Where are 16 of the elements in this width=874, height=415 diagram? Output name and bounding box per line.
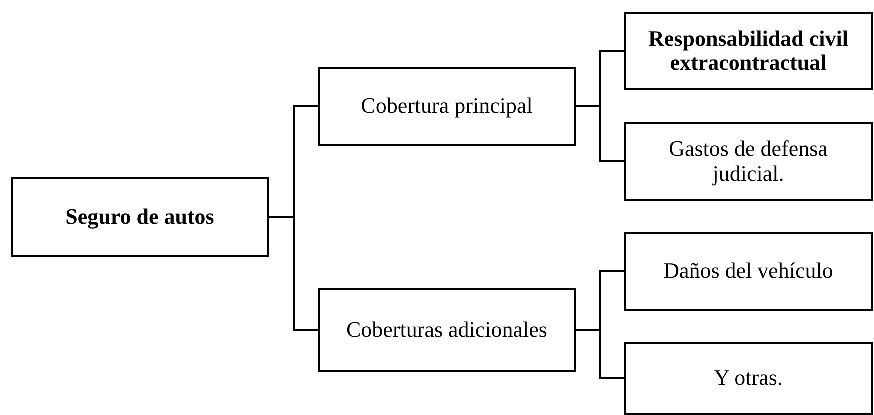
node-box [624, 232, 873, 311]
node-box [624, 342, 873, 415]
node-label: Cobertura principal [361, 94, 533, 119]
node-box [318, 67, 576, 146]
node-box [11, 177, 269, 257]
node-box [624, 12, 873, 90]
node-label: Responsabilidad civil extracontractual [648, 26, 850, 76]
node-box [318, 288, 576, 372]
node-label: Gastos de defensa judicial. [668, 137, 829, 186]
node-box [624, 122, 873, 201]
node-label: Seguro de autos [66, 204, 214, 230]
node-label: Y otras. [714, 366, 783, 391]
node-label: Daños del vehículo [664, 259, 834, 284]
connector-line [576, 106, 624, 162]
connector-line [576, 329, 624, 380]
node-label: Coberturas adicionales [346, 318, 548, 342]
